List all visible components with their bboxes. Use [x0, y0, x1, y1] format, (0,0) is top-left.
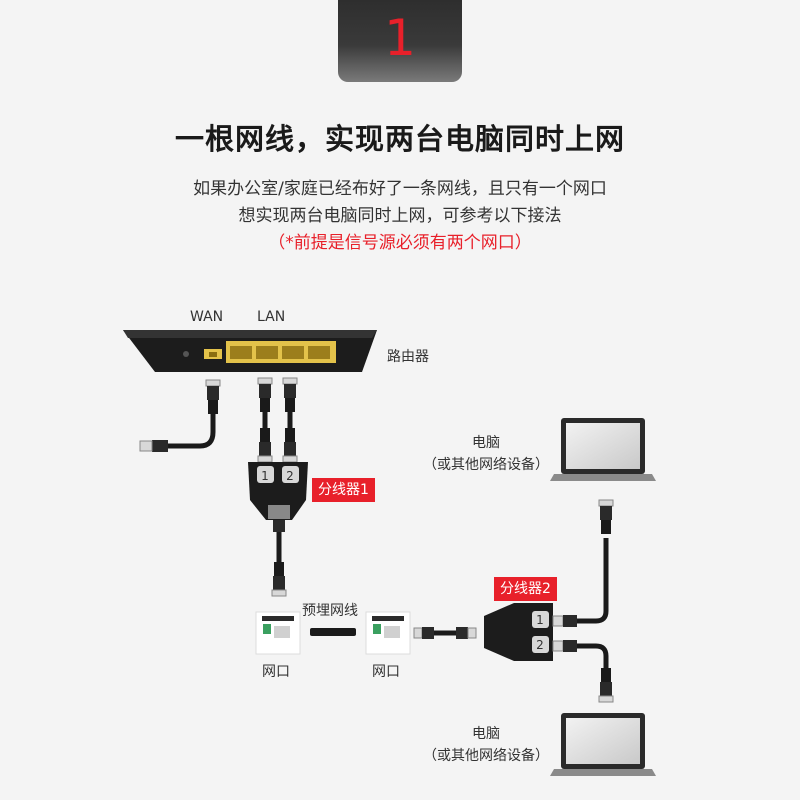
- svg-text:1: 1: [536, 613, 544, 627]
- splitter-2-device: 1 2: [484, 603, 553, 661]
- lan-ports: [226, 341, 336, 363]
- step-number: 1: [384, 9, 416, 67]
- description-line-1: 如果办公室/家庭已经布好了一条网线，且只有一个网口: [193, 179, 607, 199]
- description-line-2: 想实现两台电脑同时上网，可参考以下接法: [238, 206, 562, 226]
- splitter-1-output-cable: [271, 520, 287, 597]
- laptop-top-icon: [550, 418, 656, 481]
- router-device: [123, 330, 377, 372]
- wan-label: WAN: [190, 309, 224, 325]
- wall-to-splitter-2-cable: [413, 627, 477, 639]
- router-label: 路由器: [387, 349, 429, 365]
- description-note: （*前提是信号源必须有两个网口）: [268, 233, 532, 253]
- wall-port-right-device: [365, 611, 411, 655]
- computer-bottom-sublabel: （或其他网络设备）: [423, 748, 549, 764]
- power-jack-icon: [183, 351, 189, 357]
- computer-top-label: 电脑: [472, 435, 500, 451]
- splitter-1-device: 1 2: [248, 462, 308, 520]
- svg-text:1: 1: [261, 469, 269, 483]
- lan-cables: [257, 377, 298, 463]
- wall-port-left-label: 网口: [262, 664, 290, 680]
- wan-cable: [139, 379, 221, 452]
- buried-cable: [310, 628, 356, 636]
- splitter-1-label: 分线器1: [312, 478, 375, 502]
- computer-top-sublabel: （或其他网络设备）: [423, 457, 549, 473]
- laptop-bottom-icon: [550, 713, 656, 776]
- buried-cable-label: 预埋网线: [302, 603, 358, 619]
- wall-port-right-label: 网口: [372, 664, 400, 680]
- wall-port-left-device: [255, 611, 301, 655]
- page-title: 一根网线，实现两台电脑同时上网: [174, 122, 625, 156]
- svg-text:2: 2: [536, 638, 544, 652]
- splitter-2-label: 分线器2: [494, 577, 557, 601]
- step-badge: 1: [338, 0, 462, 82]
- splitter-2-output-cables: [552, 499, 614, 703]
- svg-text:2: 2: [286, 469, 294, 483]
- lan-label: LAN: [257, 309, 286, 325]
- computer-bottom-label: 电脑: [472, 726, 500, 742]
- wan-port: [204, 349, 222, 359]
